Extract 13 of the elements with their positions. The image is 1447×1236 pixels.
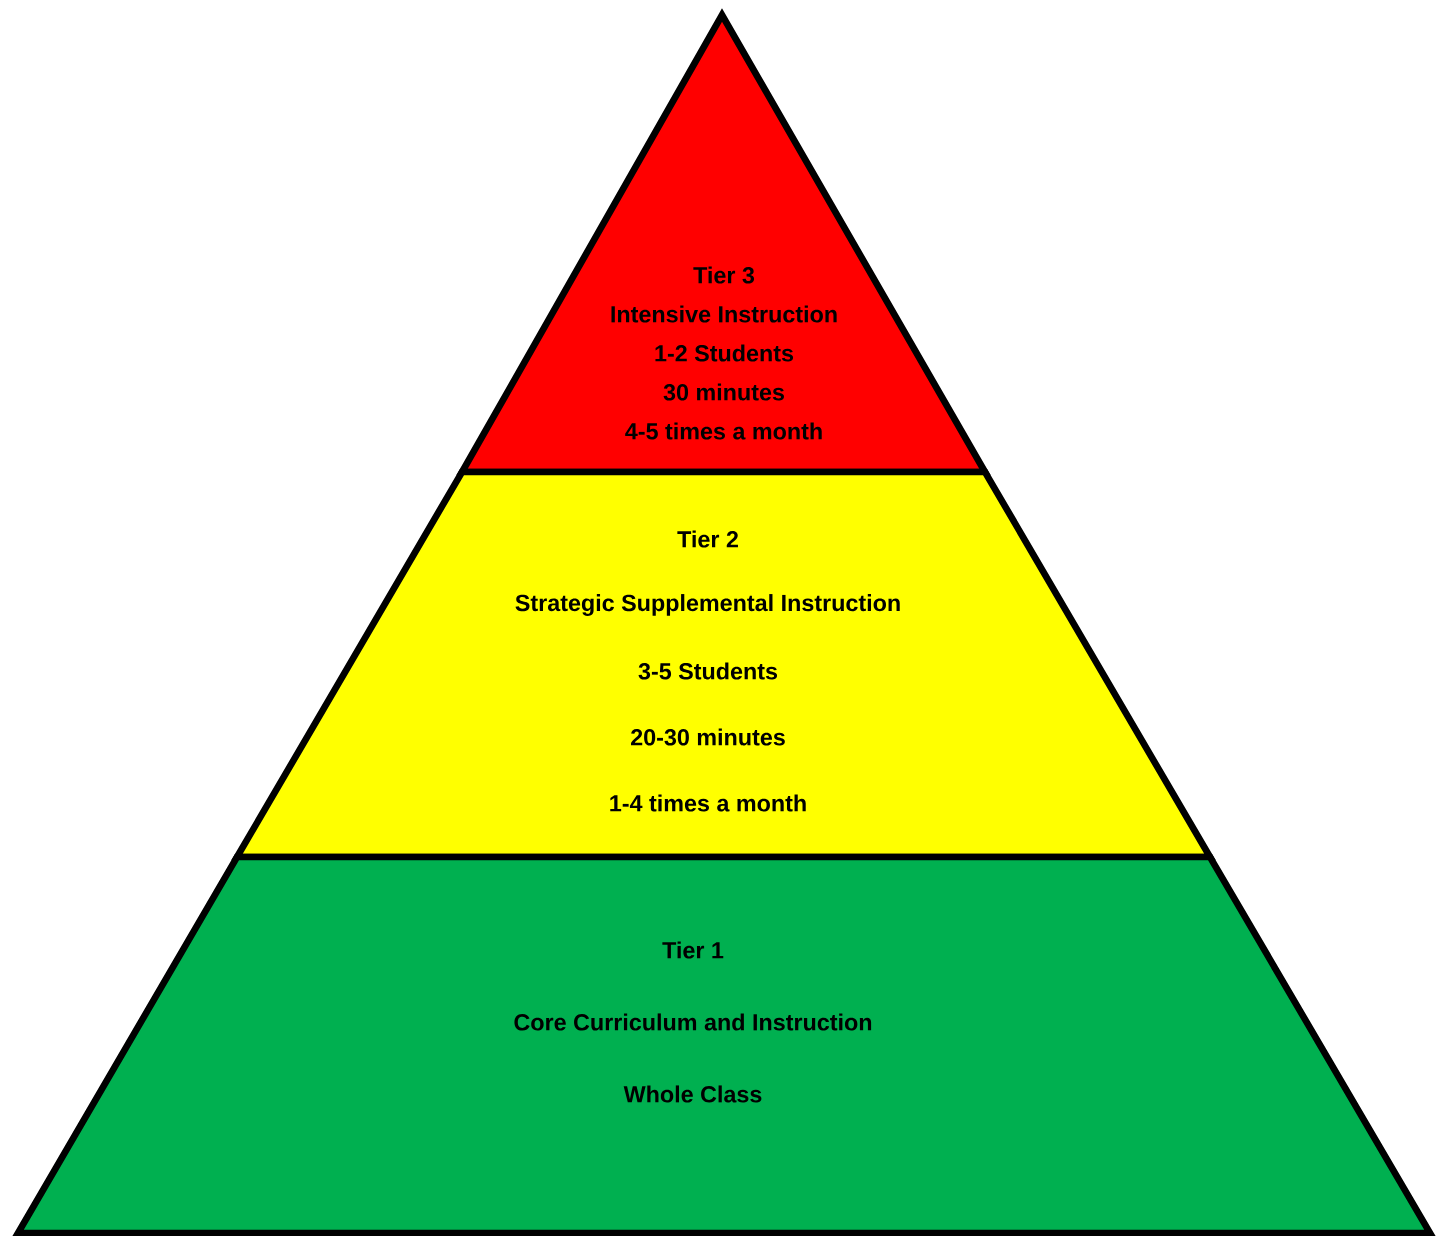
tier-text: Tier 3 [693,266,755,284]
tier-text: 1-2 Students [655,344,794,362]
tier-text: Tier 2 [677,530,738,548]
tier-text: Core Curriculum and Instruction [514,1013,872,1031]
tier-text: Whole Class [623,1085,762,1103]
tier-text: Tier 1 [662,941,724,959]
tier-text: Strategic Supplemental Instruction [515,594,900,616]
tier-text: Intensive Instruction [611,305,837,323]
tier-text: 4-5 times a month [625,422,822,440]
tier-text: 3-5 Students [638,662,778,680]
tier-text: 30 minutes [663,383,784,401]
tier-text: 20-30 minutes [631,728,785,746]
tier-text: 1-4 times a month [610,794,806,812]
